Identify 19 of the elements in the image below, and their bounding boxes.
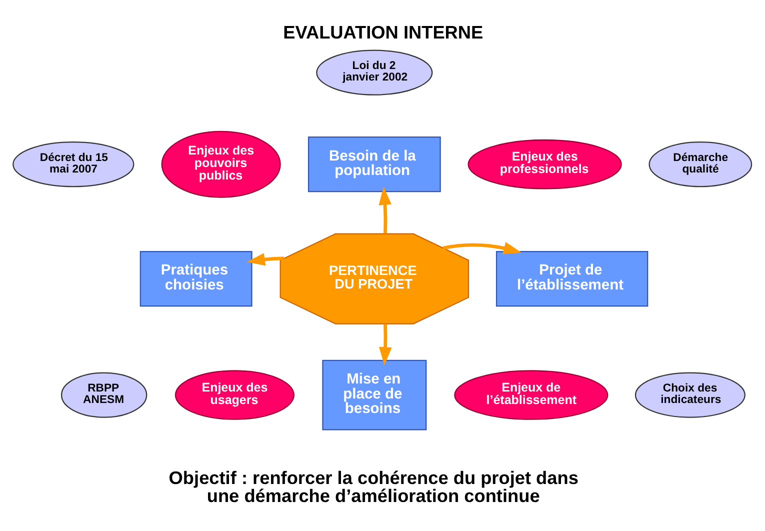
caption: Objectif : renforcer la cohérence du projet dans une démarche d’amélioration continue	[168, 467, 578, 506]
node-box: Projet de l’établissement	[496, 250, 648, 306]
node-ellipse: Enjeux de l’établissement	[454, 370, 608, 420]
node-ellipse: Démarche qualité	[648, 141, 752, 187]
node-ellipse: Enjeux des professionnels	[468, 138, 622, 189]
arrow	[379, 323, 392, 365]
node-ellipse: Décret du 15 mai 2007	[12, 141, 134, 187]
node-box: Pratiques choisies	[140, 250, 252, 306]
node-box: Besoin de la population	[308, 136, 441, 192]
diagram-title: EVALUATION INTERNE	[283, 22, 484, 42]
node-ellipse: Enjeux des usagers	[174, 370, 294, 420]
node-box: Mise en place de besoins	[322, 359, 427, 430]
node-ellipse: Enjeux des pouvoirs publics	[161, 130, 281, 198]
arrow	[246, 252, 284, 266]
node-ellipse: RBPP ANESM	[60, 372, 148, 418]
node-ellipse: Loi du 2 janvier 2002	[316, 49, 433, 95]
arrow	[378, 186, 392, 234]
arrow	[442, 241, 522, 254]
node-ellipse: Choix des indicateurs	[634, 372, 746, 418]
